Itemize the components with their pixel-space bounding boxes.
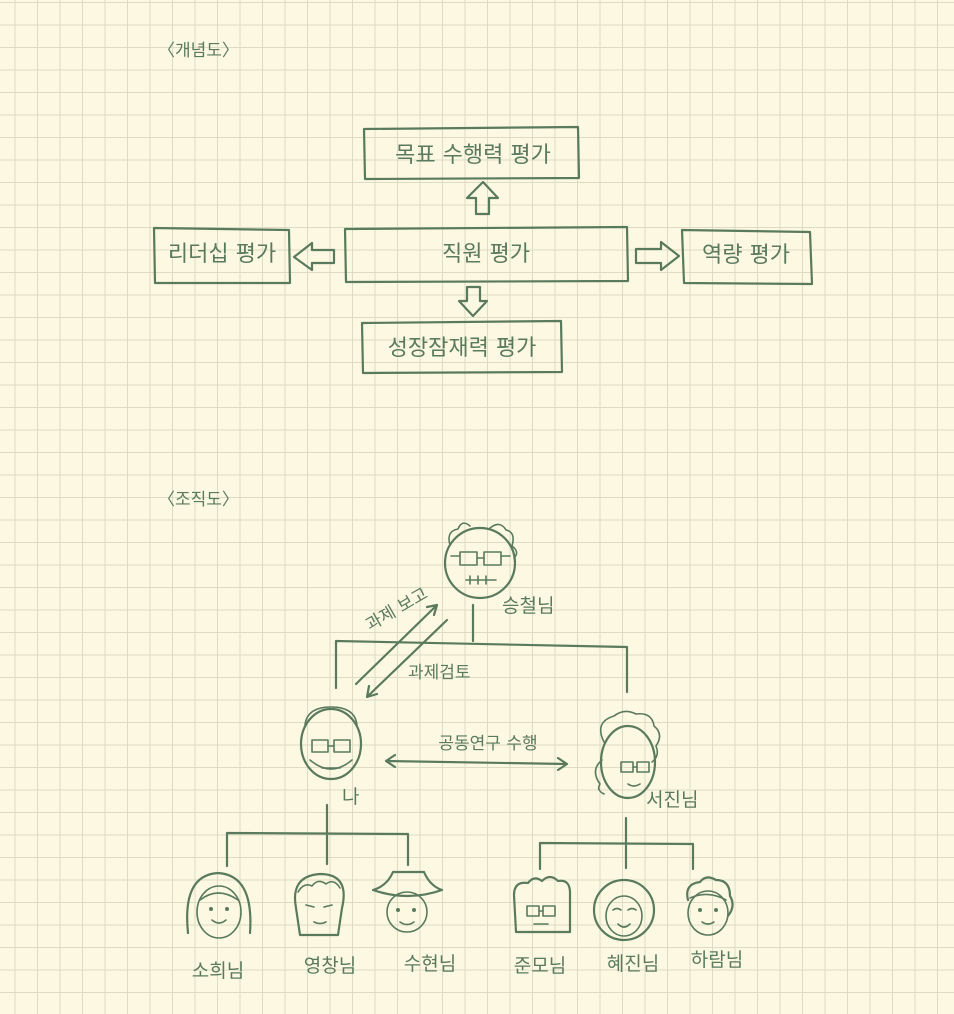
concept-top-label: 목표 수행력 평가 [395, 143, 551, 168]
concept-bottom-label: 성장잠재력 평가 [388, 336, 537, 361]
arrow-down-icon [457, 285, 489, 318]
concept-left-label: 리더십 평가 [168, 242, 276, 267]
concept-center-label: 직원 평가 [442, 242, 530, 267]
node-member: 수현님 [404, 953, 456, 975]
org-section-title: 〈조직도〉 [158, 490, 239, 510]
node-me: 나 [342, 786, 359, 808]
node-member: 영창님 [304, 955, 356, 977]
node-member: 준모님 [514, 955, 566, 977]
concept-top-node: 목표 수행력 평가 [362, 125, 581, 181]
node-member: 혜진님 [607, 953, 659, 975]
manager-face-icon [443, 522, 518, 600]
concept-right-label: 역량 평가 [702, 243, 790, 268]
arrow-right-icon [634, 240, 681, 272]
edge-review-label: 과제검토 [408, 663, 471, 683]
arrow-up-icon [465, 180, 500, 216]
arrow-left-icon [292, 241, 336, 272]
node-member: 하람님 [691, 949, 743, 971]
node-member: 소희님 [192, 960, 244, 982]
member-face-icon [293, 872, 345, 937]
edge-report-label: 과제 보고 [363, 584, 432, 635]
node-manager: 승철님 [502, 595, 554, 617]
edge-collab-label: 공동연구 수행 [438, 734, 537, 754]
concept-section-title: 〈개념도〉 [158, 41, 239, 61]
member-face-icon [186, 871, 252, 939]
concept-center-node: 직원 평가 [343, 225, 630, 284]
member-face-icon [686, 876, 734, 936]
member-face-icon [371, 870, 444, 933]
concept-right-node: 역량 평가 [680, 228, 814, 286]
member-face-icon [512, 875, 572, 934]
member-face-icon [592, 878, 656, 942]
peer-face-icon [594, 710, 661, 800]
node-peer: 서진님 [646, 789, 698, 811]
concept-left-node: 리더십 평가 [152, 226, 292, 285]
concept-bottom-node: 성장잠재력 평가 [360, 319, 564, 375]
me-face-icon [299, 706, 363, 781]
